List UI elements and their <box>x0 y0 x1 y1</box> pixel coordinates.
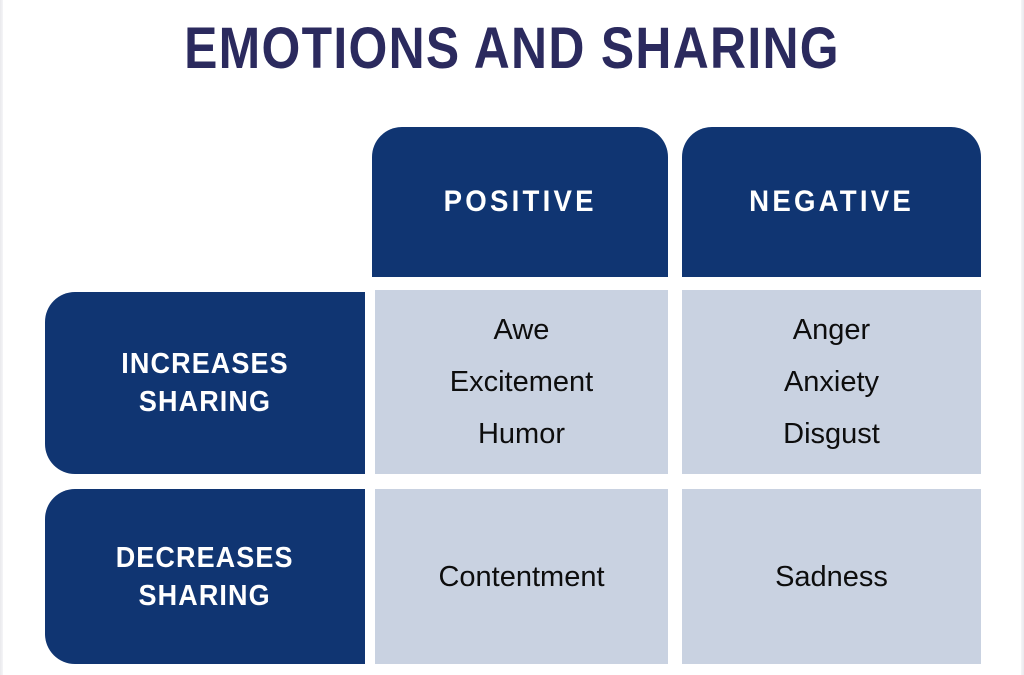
page-edge-right <box>1021 0 1024 675</box>
cell-decreases-negative: Sadness <box>682 489 981 664</box>
cell-item: Sadness <box>775 560 888 593</box>
column-header-negative: NEGATIVE <box>682 127 981 277</box>
page-edge-left <box>0 0 3 675</box>
cell-item: Excitement <box>449 366 594 398</box>
cell-decreases-positive: Contentment <box>375 489 668 664</box>
row-label-increases-sharing: INCREASES SHARING <box>45 292 365 474</box>
column-header-positive: POSITIVE <box>372 127 668 277</box>
page-title: EMOTIONS AND SHARING <box>184 16 840 81</box>
cell-increases-positive: Awe Excitement Humor <box>375 290 668 474</box>
cell-increases-negative: Anger Anxiety Disgust <box>682 290 981 474</box>
column-header-positive-label: POSITIVE <box>443 185 597 218</box>
column-header-negative-label: NEGATIVE <box>749 185 914 218</box>
cell-item: Anger <box>792 314 871 346</box>
row-label-decreases-sharing-text: DECREASES SHARING <box>116 541 294 612</box>
cell-item: Humor <box>477 418 565 450</box>
cell-item: Anxiety <box>783 366 880 398</box>
cell-item: Awe <box>493 314 550 346</box>
row-label-increases-sharing-text: INCREASES SHARING <box>121 348 289 418</box>
row-label-decreases-sharing: DECREASES SHARING <box>45 489 365 664</box>
cell-item: Contentment <box>438 560 605 593</box>
cell-item: Disgust <box>783 418 880 450</box>
